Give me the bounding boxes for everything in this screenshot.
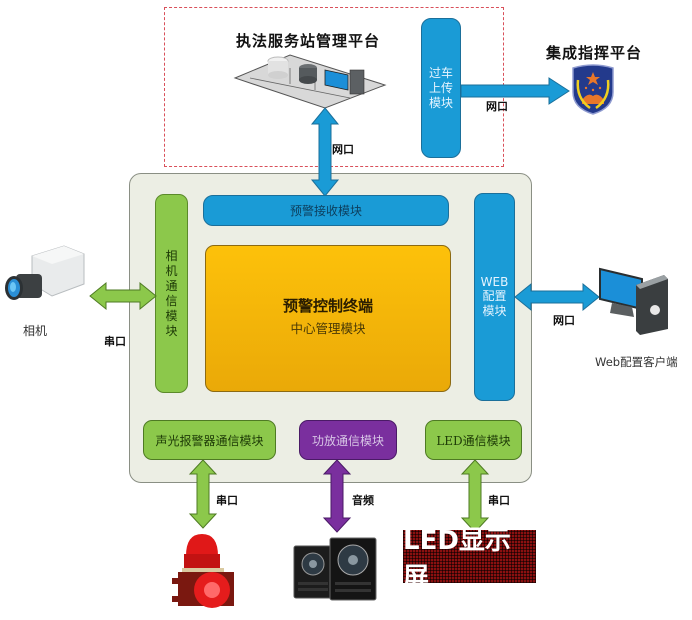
platform-title: 执法服务站管理平台: [236, 32, 381, 50]
core-title: 预警控制终端: [282, 296, 373, 315]
warning-receive-module[interactable]: 预警接收模块: [203, 195, 449, 226]
led-display: LED显示屏: [403, 526, 536, 593]
vehicle-upload-module-label: 过车上传模块: [428, 65, 453, 110]
platform-link-label: 网口: [332, 143, 354, 156]
led-link-label: 串口: [488, 494, 510, 507]
camera-comm-module-label: 相机通信模块: [165, 248, 178, 338]
web-config-module[interactable]: WEB 配置模块: [474, 193, 515, 401]
web-link-label: 网口: [553, 314, 575, 327]
command-link-label: 网口: [486, 100, 508, 113]
web-link-arrow: [514, 282, 600, 312]
camera-comm-module[interactable]: 相机通信模块: [155, 194, 188, 393]
central-management-module[interactable]: 预警控制终端 中心管理模块: [205, 245, 451, 392]
server-platform-icon: [233, 54, 387, 109]
camera-link-arrow: [89, 281, 157, 311]
alarm-comm-module[interactable]: 声光报警器通信模块: [143, 420, 276, 460]
web-config-module-text: WEB 配置模块: [481, 275, 509, 319]
camera-caption: 相机: [23, 324, 48, 338]
audio-link-label: 音频: [352, 494, 374, 507]
amplifier-comm-module[interactable]: 功放通信模块: [299, 420, 397, 460]
core-subtitle: 中心管理模块: [290, 320, 366, 336]
alarm-link-label: 串口: [216, 494, 238, 507]
led-comm-module[interactable]: LED通信模块: [425, 420, 522, 460]
siren-alarm-icon: [172, 534, 234, 608]
upload-to-command-arrow: [460, 77, 570, 105]
command-platform-title: 集成指挥平台: [546, 44, 643, 62]
vehicle-upload-module[interactable]: 过车上传模块: [421, 18, 461, 158]
web-client-caption: Web配置客户端: [595, 355, 678, 369]
camera-link-label: 串口: [104, 335, 126, 348]
police-badge-icon: [572, 64, 614, 115]
speakers-icon: [293, 537, 377, 601]
led-display-text: LED显示屏: [403, 525, 511, 593]
camera-icon: [5, 245, 85, 300]
web-config-module-label-2: 配置模块: [482, 289, 507, 318]
web-config-module-label-1: WEB: [480, 275, 509, 289]
audio-link-arrow: [322, 459, 352, 533]
alarm-link-arrow: [188, 459, 218, 529]
web-client-computer-icon: [599, 267, 668, 335]
